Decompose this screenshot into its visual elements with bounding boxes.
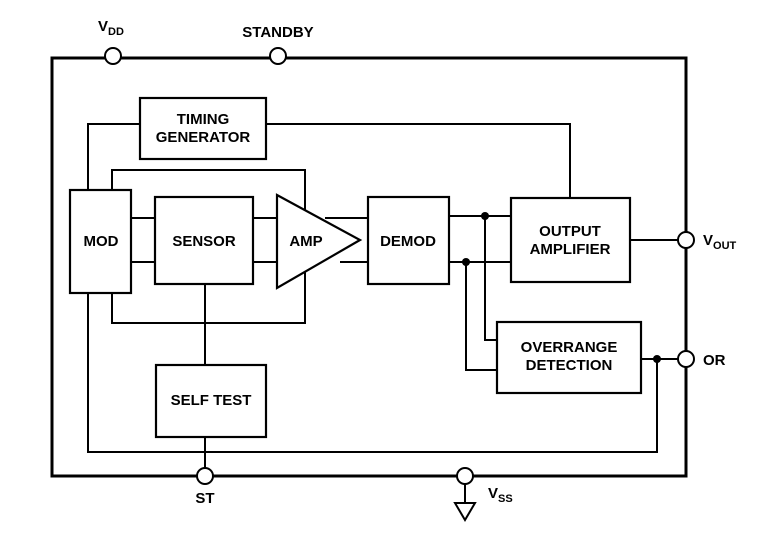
amp-label: AMP bbox=[289, 233, 322, 250]
mod-block bbox=[68, 188, 133, 295]
junction-dot bbox=[653, 355, 661, 363]
vss-label-main: V bbox=[488, 485, 498, 502]
timing-label-line2: GENERATOR bbox=[156, 129, 251, 146]
demod-label: DEMOD bbox=[380, 233, 436, 250]
output-label-line2: AMPLIFIER bbox=[530, 241, 611, 258]
overrange-branch-wire-2 bbox=[465, 262, 497, 371]
timing-to-output-wire bbox=[266, 123, 571, 198]
st-label: ST bbox=[195, 490, 214, 507]
output-label-line1: OUTPUT bbox=[539, 223, 601, 240]
overrange-branch-wire-1 bbox=[484, 216, 497, 341]
timing-label-line1: TIMING bbox=[177, 111, 230, 128]
sensor-loop-bottom-wire bbox=[111, 284, 306, 324]
demod-block bbox=[366, 195, 451, 286]
self-test-label: SELF TEST bbox=[171, 392, 252, 409]
vdd-label-main: V bbox=[98, 18, 108, 35]
vout-label: VOUT bbox=[703, 232, 737, 252]
self-test-block bbox=[154, 363, 268, 439]
overrange-label-line1: OVERRANGE bbox=[521, 339, 618, 356]
sensor-label: SENSOR bbox=[172, 233, 236, 250]
or-pin bbox=[677, 350, 695, 368]
vss-label: VSS bbox=[488, 485, 513, 505]
vout-label-sub: OUT bbox=[713, 240, 737, 252]
timing-generator-block bbox=[138, 96, 268, 161]
wires bbox=[87, 56, 686, 503]
junction-dot bbox=[462, 258, 470, 266]
standby-label: STANDBY bbox=[242, 24, 313, 41]
or-label: OR bbox=[703, 352, 726, 369]
sensor-block bbox=[153, 195, 255, 286]
chip-outline bbox=[50, 56, 688, 478]
vout-pin bbox=[677, 231, 695, 249]
overrange-label-line2: DETECTION bbox=[526, 357, 613, 374]
amp-triangle bbox=[275, 193, 363, 290]
vss-pin bbox=[456, 467, 474, 485]
vdd-label: VDD bbox=[98, 18, 124, 38]
vss-label-sub: SS bbox=[498, 493, 513, 505]
vdd-pin bbox=[104, 47, 122, 65]
output-amplifier-block bbox=[509, 196, 632, 284]
standby-pin bbox=[269, 47, 287, 65]
or-feedback-wire bbox=[87, 293, 658, 453]
mod-label: MOD bbox=[84, 233, 119, 250]
junction-dot bbox=[481, 212, 489, 220]
st-pin bbox=[196, 467, 214, 485]
overrange-detection-block bbox=[495, 320, 643, 395]
mod-to-timing-wire bbox=[87, 123, 140, 190]
vout-label-main: V bbox=[703, 232, 713, 249]
ground-symbol-icon bbox=[453, 502, 477, 522]
vdd-label-sub: DD bbox=[108, 26, 124, 38]
